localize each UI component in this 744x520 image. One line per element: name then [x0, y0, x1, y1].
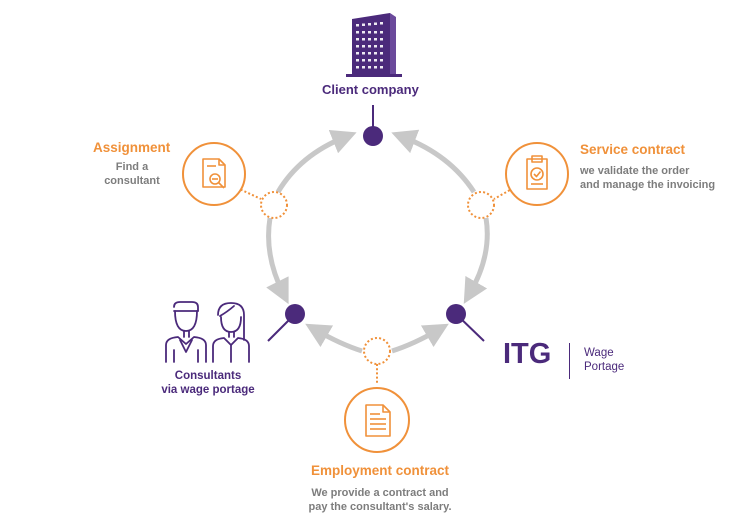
- document-lines-icon: [365, 404, 391, 437]
- document-search-icon: [202, 158, 226, 189]
- clipboard-check-icon: [526, 155, 548, 190]
- consultants-label-line1: Consultants: [174, 370, 242, 382]
- consultants-node: [285, 304, 305, 324]
- arrow-service-to-itg: [463, 217, 490, 304]
- arrow-assignment-to-client: [275, 130, 357, 194]
- consultants-people-icon: [165, 301, 250, 363]
- client-company-label: Client company: [322, 82, 419, 97]
- assignment-desc-line1: Find a: [115, 161, 149, 173]
- employment-contract-title: Employment contract: [311, 463, 450, 478]
- consultants-label-line2: via wage portage: [161, 384, 255, 396]
- itg-node: [446, 304, 466, 324]
- employment-connector: [363, 337, 391, 365]
- assignment-desc-line2: consultant: [104, 175, 160, 187]
- arrow-employment-to-itg: [391, 323, 449, 354]
- service-desc-line2: and manage the invoicing: [580, 179, 716, 191]
- employment-desc-line1: We provide a contract and: [311, 487, 449, 499]
- service-contract-title: Service contract: [580, 142, 686, 157]
- arrow-assignment-to-consultants: [266, 217, 289, 305]
- cycle-arrows: [266, 129, 490, 354]
- assignment-title: Assignment: [93, 140, 171, 155]
- itg-logo-word: ITG: [503, 338, 552, 370]
- office-building-icon: [346, 13, 402, 77]
- assignment-connector: [260, 191, 288, 219]
- service-circle: [505, 142, 569, 206]
- client-node: [363, 126, 383, 146]
- purple-nodes: [267, 105, 485, 342]
- arrow-service-to-client: [391, 129, 477, 194]
- employment-desc-line2: pay the consultant's salary.: [308, 501, 452, 513]
- service-desc-line1: we validate the order: [580, 165, 690, 177]
- itg-logo-sub-line1: Wage: [584, 347, 614, 359]
- employment-circle: [344, 387, 410, 453]
- arrow-employment-to-consultants: [305, 323, 363, 354]
- service-connector: [467, 191, 495, 219]
- itg-logo-sub-line2: Portage: [584, 361, 625, 373]
- connector-circles: [260, 191, 495, 365]
- itg-logo-divider: [569, 343, 570, 379]
